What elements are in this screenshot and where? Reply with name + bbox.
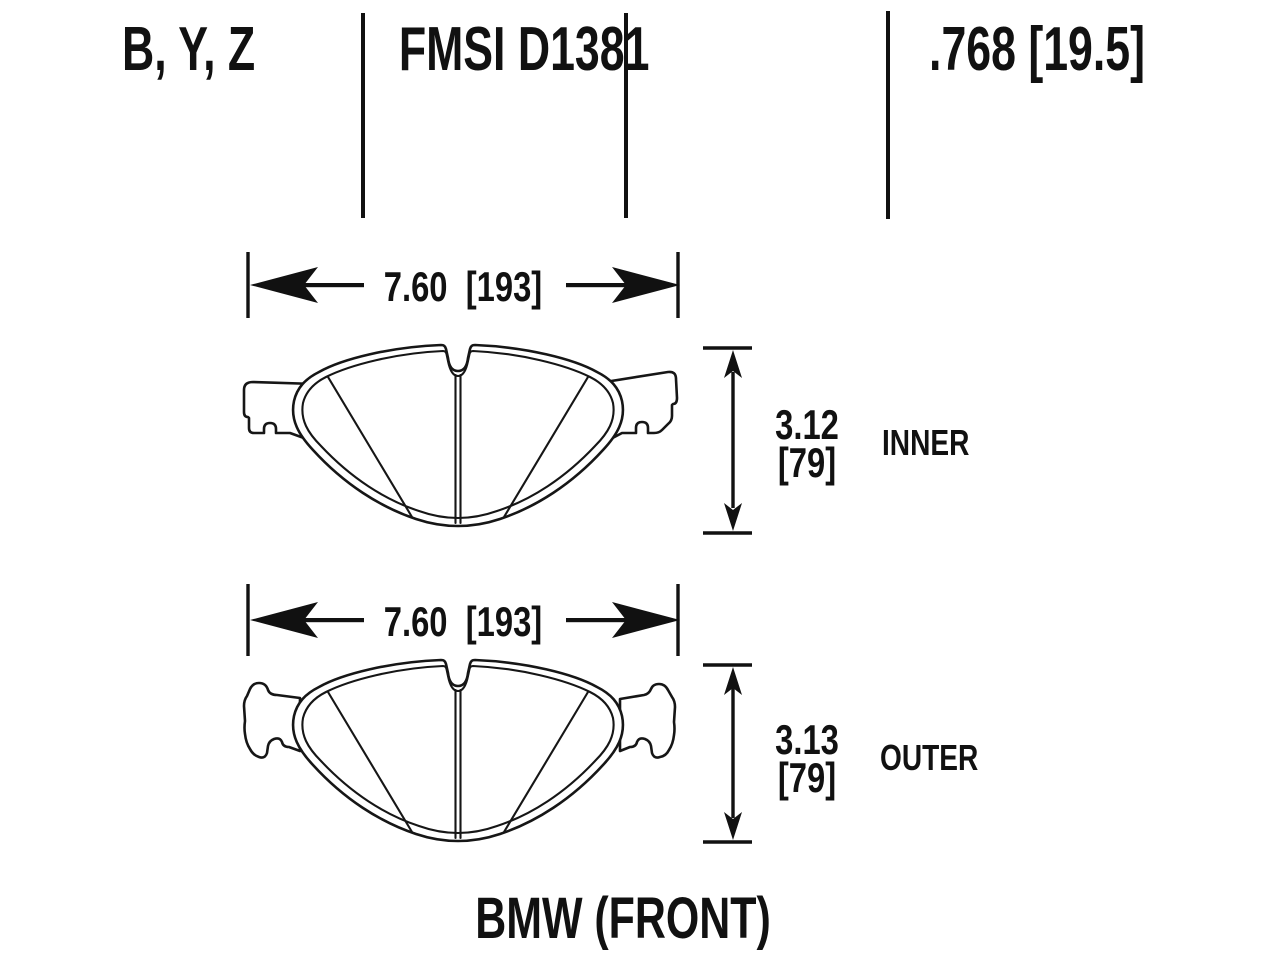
inner-left-chamfer-line (326, 375, 414, 519)
outer-height-dim-mm-label: [79] (777, 754, 837, 801)
inner-right-ear-shape (603, 370, 679, 444)
outer-width-dim-label: 7.60 [193] (383, 598, 543, 645)
header-compound-codes: B, Y, Z (122, 15, 256, 84)
arrowhead-up-icon (724, 350, 742, 378)
outer-pad-body-outline (291, 658, 625, 843)
inner-width-dimension-graphic (246, 252, 680, 318)
arrowhead-right-icon (612, 602, 680, 638)
inner-pad-drawing (242, 343, 679, 528)
outer-pad-drawing (242, 658, 677, 843)
header-fmsi-number: FMSI D1381 (398, 15, 650, 84)
outer-height-dim-in-label: 3.13 (775, 716, 839, 763)
arrowhead-right-icon (612, 267, 680, 303)
outer-friction-surface-outline (301, 664, 615, 835)
outer-left-chamfer-line (326, 690, 414, 834)
arrowhead-up-icon (724, 667, 742, 695)
inner-height-dim-mm-label: [79] (777, 439, 837, 486)
arrowhead-down-icon (724, 503, 742, 531)
outer-right-ear-shape (618, 682, 677, 759)
arrow-shaft-left (304, 618, 364, 623)
page-title: BMW (FRONT) (475, 886, 771, 951)
arrow-shaft-left (304, 283, 364, 288)
header-thickness-dim: .768 [19.5] (929, 15, 1145, 84)
arrowhead-left-icon (250, 267, 318, 303)
arrow-shaft-right (566, 618, 626, 623)
arrowhead-down-icon (724, 812, 742, 840)
header-divider-3 (886, 11, 890, 219)
arrowhead-left-icon (250, 602, 318, 638)
header-divider-2 (624, 13, 628, 218)
outer-height-dimension-graphic (703, 663, 752, 844)
outer-width-dimension-graphic (246, 584, 680, 656)
arrow-shaft-vertical (731, 688, 735, 818)
arrow-shaft-vertical (731, 372, 735, 508)
header-divider-1 (361, 13, 365, 218)
outer-pad-label: OUTER (880, 737, 979, 778)
inner-width-dim-label: 7.60 [193] (383, 263, 543, 310)
outer-right-chamfer-line (502, 690, 590, 834)
inner-right-chamfer-line (502, 375, 590, 519)
outer-left-ear-shape (242, 681, 302, 759)
inner-height-dimension-graphic (703, 346, 752, 535)
arrow-shaft-right (566, 283, 626, 288)
inner-pad-body-outline (291, 343, 625, 528)
inner-height-dim-in-label: 3.12 (775, 401, 839, 448)
inner-pad-label: INNER (882, 422, 970, 463)
inner-friction-surface-outline (301, 349, 615, 520)
